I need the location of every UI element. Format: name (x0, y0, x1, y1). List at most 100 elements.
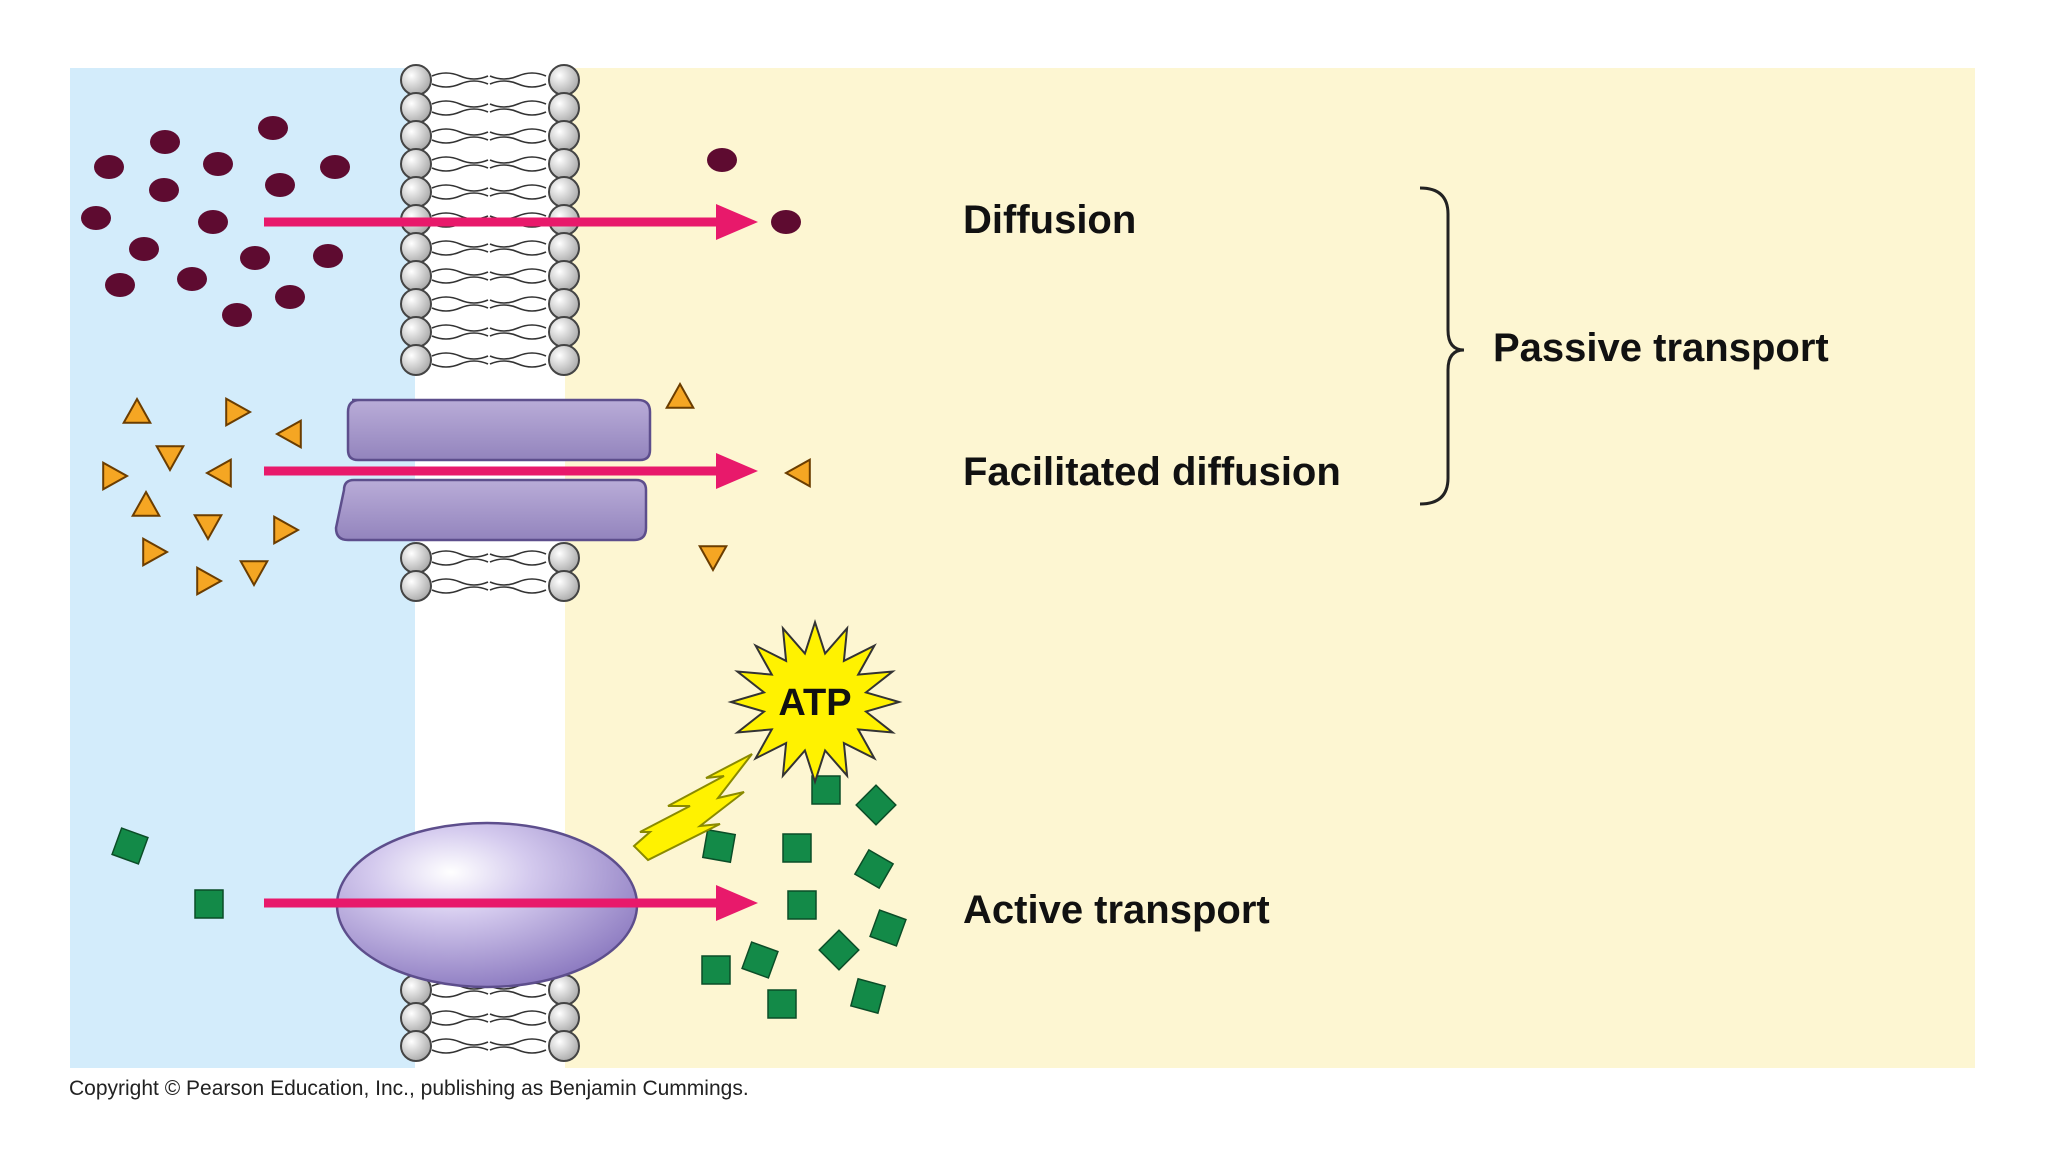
transported-molecule (741, 941, 779, 979)
active-transport-arrow (264, 885, 758, 921)
lipid-head (400, 176, 432, 208)
lipid-tail (431, 268, 489, 276)
diffusing-molecule (320, 155, 350, 179)
lipid-tail (489, 72, 547, 80)
lipid-tail (431, 248, 489, 256)
lipid-head (548, 288, 580, 320)
facilitated-molecule (274, 418, 302, 450)
lipid-tail (489, 248, 547, 256)
lipid-head (548, 1002, 580, 1034)
diffusing-molecule (771, 210, 801, 234)
lipid-tail (489, 80, 547, 88)
lipid-tail (489, 990, 547, 998)
lipid-head (548, 344, 580, 376)
lipid-tail (431, 72, 489, 80)
lipid-head (548, 542, 580, 574)
passive-transport-brace (1419, 186, 1465, 506)
lipid-tail (489, 184, 547, 192)
lipid-tail (431, 296, 489, 304)
diffusing-molecule (94, 155, 124, 179)
channel-protein (334, 398, 652, 542)
facilitated-molecule (121, 396, 153, 424)
lipid-tail (489, 108, 547, 116)
diffusing-molecule (275, 285, 305, 309)
diffusion-label: Diffusion (963, 198, 1137, 242)
copyright-notice: Copyright © Pearson Education, Inc., pub… (69, 1077, 749, 1100)
atp-burst: ATP (727, 618, 903, 786)
facilitated-diffusion-arrow (264, 453, 758, 489)
lipid-head (400, 260, 432, 292)
lipid-head (548, 570, 580, 602)
passive-transport-label: Passive transport (1493, 326, 1829, 370)
facilitated-molecule (204, 457, 232, 489)
lipid-tail (489, 1046, 547, 1054)
facilitated-molecule (142, 536, 170, 568)
lipid-tail (431, 128, 489, 136)
diffusing-molecule (240, 246, 270, 270)
lipid-head (400, 316, 432, 348)
facilitated-molecule (238, 560, 270, 588)
transported-molecule (849, 977, 887, 1015)
diffusing-molecule (177, 267, 207, 291)
lipid-tail (431, 360, 489, 368)
lipid-tail (489, 164, 547, 172)
lipid-tail (489, 324, 547, 332)
transported-molecule (811, 775, 841, 805)
lipid-head (548, 1030, 580, 1062)
facilitated-molecule (130, 489, 162, 517)
facilitated-molecule (196, 565, 224, 597)
lipid-head (400, 1030, 432, 1062)
lipid-tail (489, 332, 547, 340)
diffusing-molecule (81, 206, 111, 230)
lipid-tail (489, 360, 547, 368)
lipid-tail (489, 192, 547, 200)
lipid-tail (431, 184, 489, 192)
lipid-head (548, 316, 580, 348)
lipid-tail (489, 1018, 547, 1026)
diffusing-molecule (707, 148, 737, 172)
actively-transported-molecules (111, 775, 907, 1019)
diffusing-molecule (222, 303, 252, 327)
lipid-head (400, 288, 432, 320)
lipid-tail (431, 1038, 489, 1046)
diffusing-molecule (105, 273, 135, 297)
atp-label: ATP (778, 682, 851, 724)
lipid-tail (489, 1010, 547, 1018)
transported-molecule (818, 929, 860, 971)
transported-molecule (787, 890, 817, 920)
transported-molecule (767, 989, 797, 1019)
diffusing-molecule (149, 178, 179, 202)
lipid-head (548, 92, 580, 124)
lipid-head (400, 570, 432, 602)
lipid-head (400, 1002, 432, 1034)
lipid-tail (431, 276, 489, 284)
diffusing-molecule (265, 173, 295, 197)
diffusing-molecule (129, 237, 159, 261)
facilitated-molecule (697, 545, 729, 573)
lipid-tail (489, 550, 547, 558)
lipid-head (548, 120, 580, 152)
lipid-tail (431, 352, 489, 360)
facilitated-diffusion-label: Facilitated diffusion (963, 450, 1341, 494)
active-transport-label: Active transport (963, 888, 1270, 932)
lipid-tail (431, 332, 489, 340)
lipid-tail (431, 1046, 489, 1054)
diffusing-molecule (258, 116, 288, 140)
lipid-tail (489, 128, 547, 136)
lipid-tail (431, 324, 489, 332)
lipid-tail (489, 578, 547, 586)
diffusing-molecule (203, 152, 233, 176)
lipid-head (400, 92, 432, 124)
lipid-tail (431, 156, 489, 164)
facilitated-molecule (664, 381, 696, 409)
lipid-tail (489, 352, 547, 360)
lipid-head (400, 232, 432, 264)
transported-molecule (853, 848, 895, 890)
lipid-tail (431, 108, 489, 116)
lipid-tail (431, 586, 489, 594)
lipid-tail (431, 80, 489, 88)
transported-molecule (782, 833, 812, 863)
lipid-head (548, 148, 580, 180)
diffusing-molecule (198, 210, 228, 234)
